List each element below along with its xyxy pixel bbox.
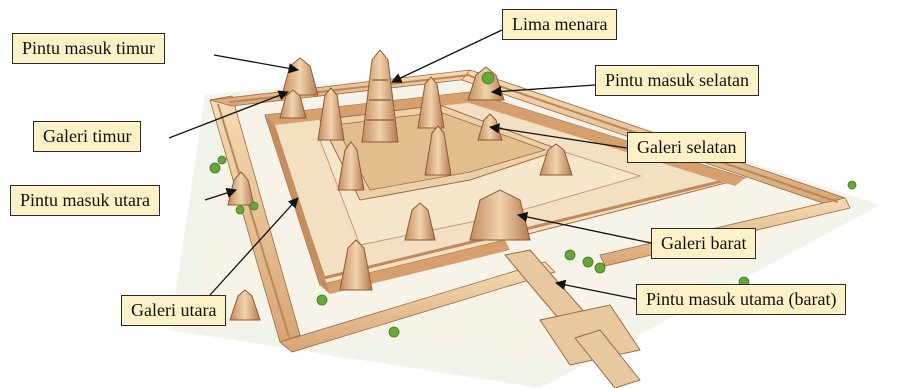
arrow-east-gate [214,55,298,70]
label-five-towers: Lima menara [502,9,617,40]
label-south-gate: Pintu masuk selatan [595,65,759,96]
label-north-gallery: Galeri utara [121,295,226,326]
label-east-gate: Pintu masuk timur [12,33,165,64]
label-west-gallery: Galeri barat [651,228,756,259]
label-east-gallery: Galeri timur [33,121,141,152]
label-south-gallery: Galeri selatan [627,132,746,163]
label-north-gate: Pintu masuk utara [10,185,160,216]
label-main-gate: Pintu masuk utama (barat) [636,284,846,315]
